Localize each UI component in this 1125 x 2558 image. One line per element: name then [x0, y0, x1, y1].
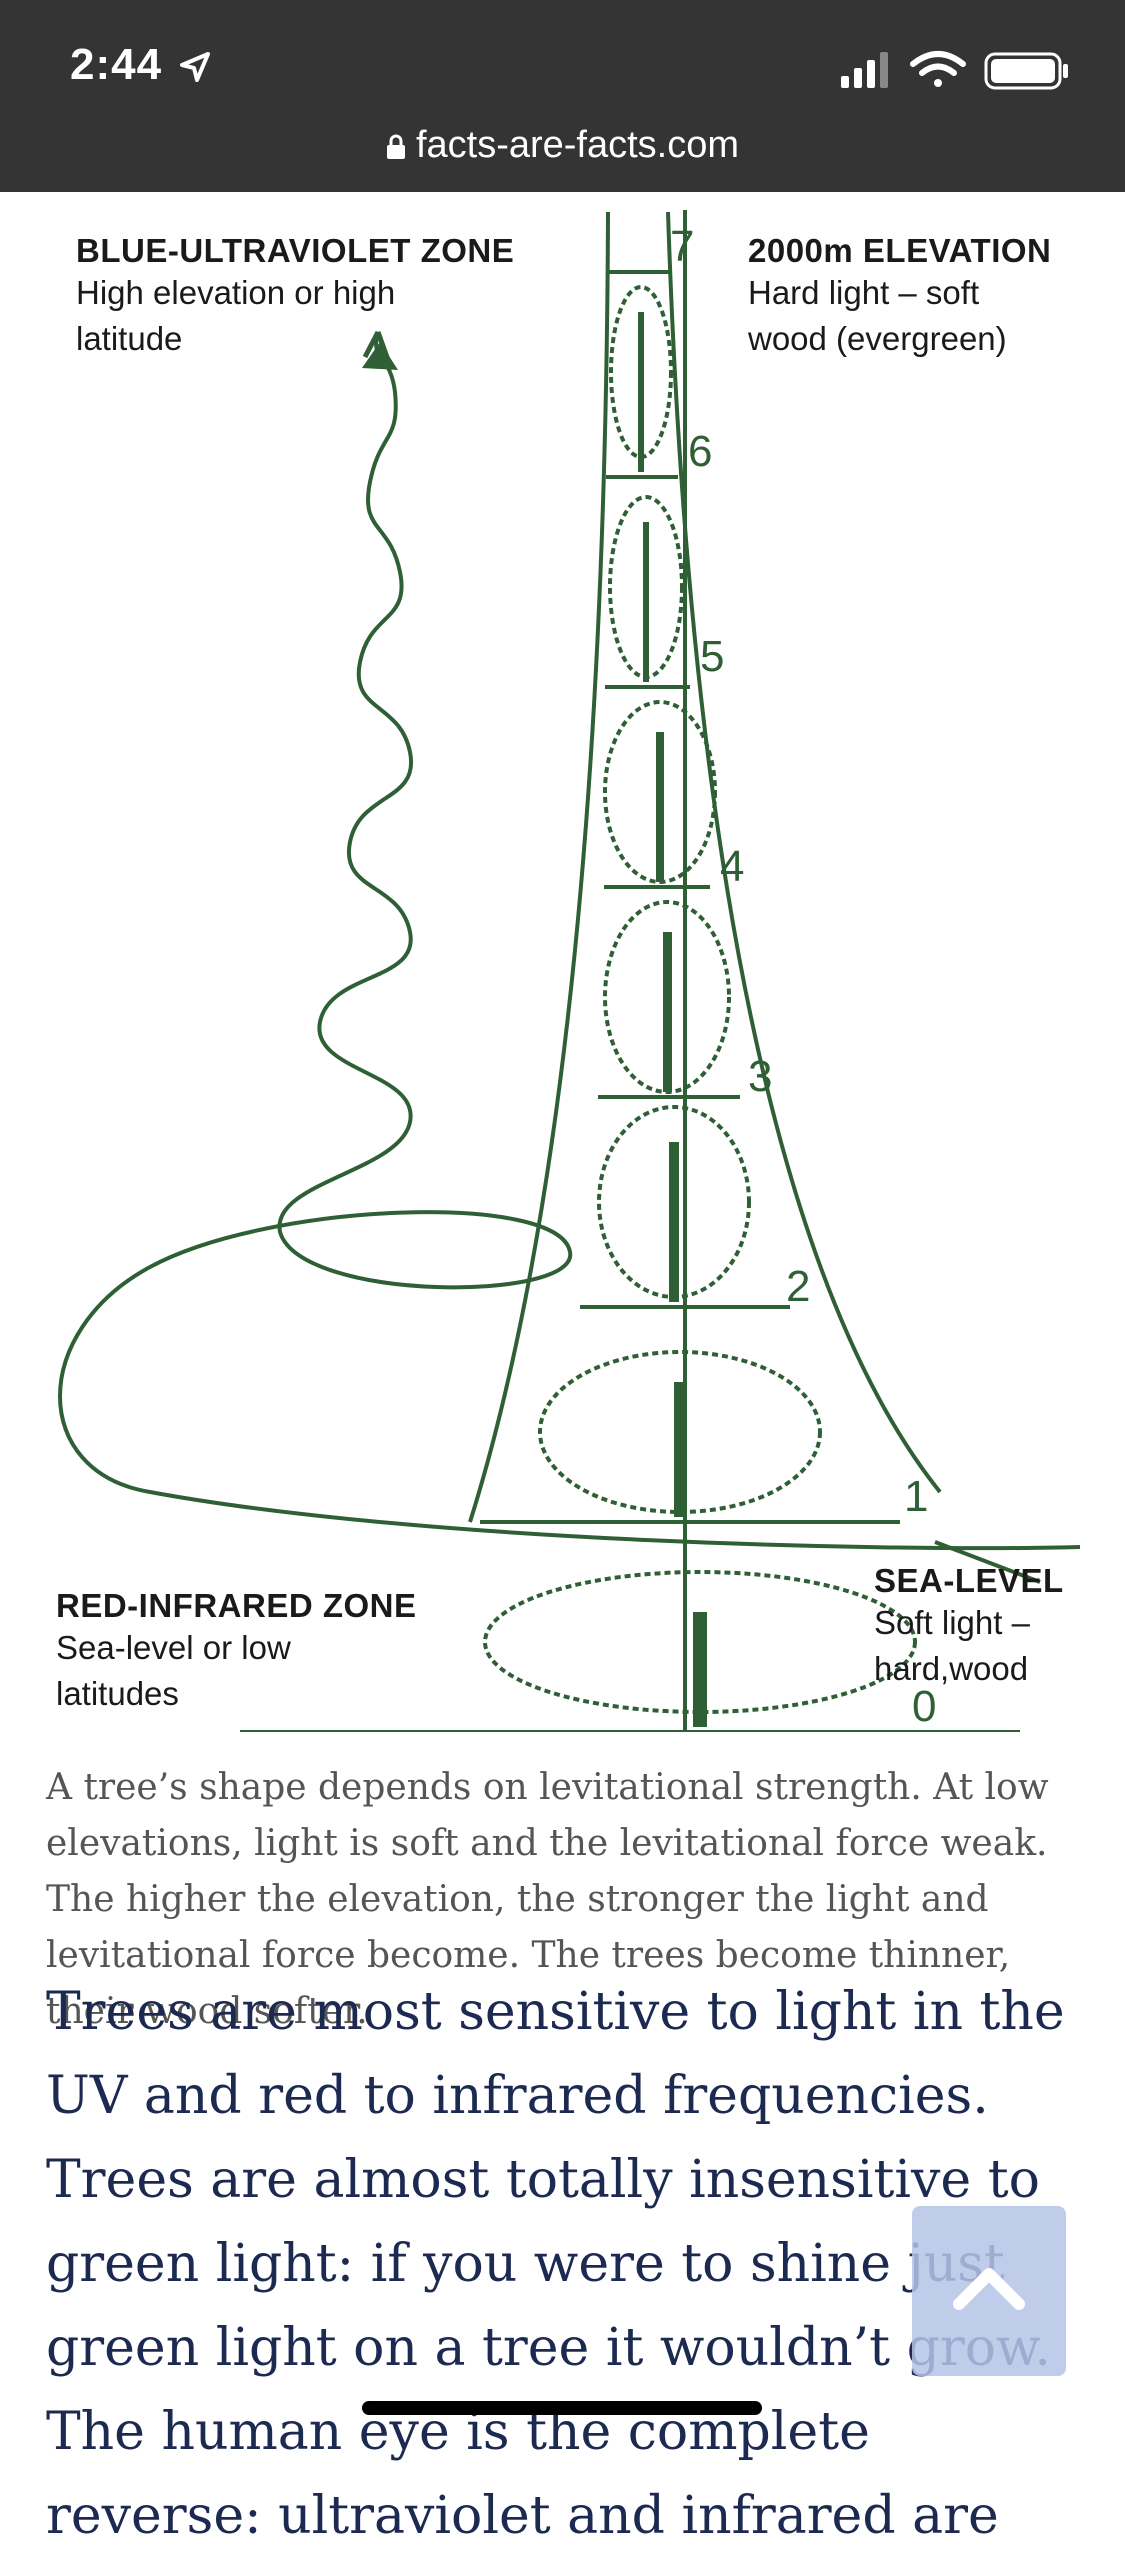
label-red-infrared-zone: RED-INFRARED ZONE Sea-level or low latit…: [56, 1587, 417, 1717]
signal-icon: [841, 52, 888, 88]
home-indicator[interactable]: [362, 2401, 762, 2415]
label-2000m-elevation: 2000m ELEVATION Hard light – soft wood (…: [748, 232, 1051, 362]
level-7: 7: [670, 222, 694, 272]
level-4: 4: [720, 842, 744, 892]
battery-icon: [986, 54, 1068, 88]
tree-shapes: [485, 287, 915, 1727]
level-3: 3: [748, 1052, 772, 1102]
level-0: 0: [912, 1682, 936, 1732]
wifi-icon: [913, 54, 963, 87]
spiral-arrow: [60, 332, 1080, 1548]
lock-icon: [386, 134, 406, 160]
location-arrow-icon: [178, 50, 212, 84]
scroll-to-top-button[interactable]: [912, 2206, 1066, 2376]
chevron-up-icon: [912, 2206, 1066, 2376]
tree-elevation-diagram: BLUE-ULTRAVIOLET ZONE High elevation or …: [0, 192, 1125, 1732]
left-boundary: [470, 212, 608, 1522]
level-1: 1: [904, 1472, 928, 1522]
level-5: 5: [700, 632, 724, 682]
url-text: facts-are-facts.com: [416, 124, 739, 166]
tree-7-trunk: [638, 312, 644, 472]
diagram-drawing: [0, 192, 1125, 1732]
label-sea-level: SEA-LEVEL Soft light – hard,wood: [874, 1562, 1064, 1692]
system-icons: [841, 48, 1081, 92]
level-2: 2: [786, 1262, 810, 1312]
status-bar: 2:44 facts-are-: [0, 0, 1125, 192]
label-blue-uv-zone: BLUE-ULTRAVIOLET ZONE High elevation or …: [76, 232, 514, 362]
status-time: 2:44: [70, 40, 162, 90]
address-bar[interactable]: facts-are-facts.com: [0, 124, 1125, 167]
level-6: 6: [688, 427, 712, 477]
